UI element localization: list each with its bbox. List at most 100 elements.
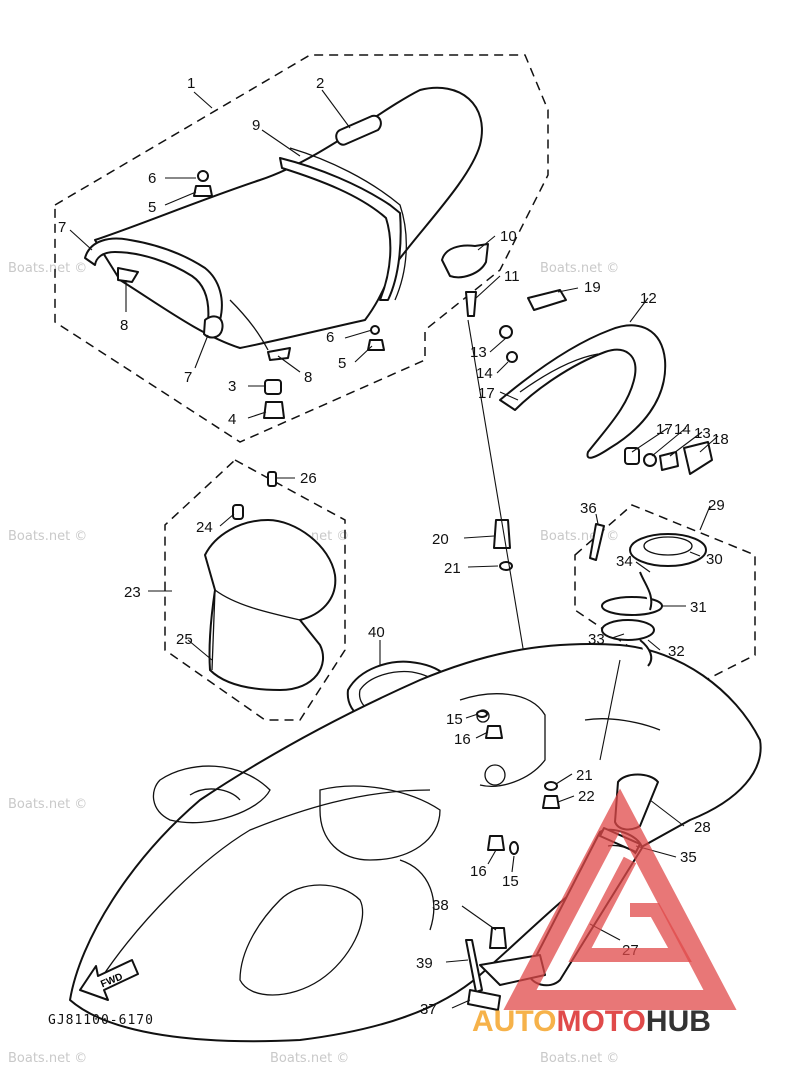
callout-2: 2 [316, 75, 324, 92]
o-ring[interactable] [601, 596, 663, 616]
seat-bolt[interactable] [263, 401, 285, 419]
filler-cap[interactable] [629, 533, 707, 567]
seat-damper[interactable] [264, 379, 282, 395]
callout-26: 26 [300, 470, 317, 487]
callout-3: 3 [228, 378, 236, 395]
nut[interactable] [193, 185, 213, 197]
logo-g-mark [568, 856, 692, 962]
washer[interactable] [476, 710, 488, 718]
nut[interactable] [367, 339, 385, 351]
screw[interactable] [267, 471, 277, 487]
damper[interactable] [493, 519, 511, 549]
bolt[interactable] [659, 451, 679, 471]
callout-38: 38 [432, 897, 449, 914]
cap-assembly-outline [574, 504, 756, 689]
screw[interactable] [232, 504, 244, 520]
logo-text: AUTOMOTOHUB [472, 1005, 711, 1038]
seat-strap[interactable] [279, 157, 402, 301]
logo-auto: AUTO [472, 1005, 556, 1038]
washer[interactable] [197, 170, 209, 182]
callout-16: 16 [470, 863, 487, 880]
callout-28: 28 [694, 819, 711, 836]
callout-40: 40 [368, 624, 385, 641]
alignment-line [467, 319, 531, 691]
bolt[interactable] [489, 927, 507, 949]
callout-36: 36 [580, 500, 597, 517]
nut[interactable] [487, 835, 505, 851]
washer[interactable] [506, 351, 518, 363]
automotohub-logo: AUTOMOTOHUB [472, 788, 737, 1038]
callout-22: 22 [578, 788, 595, 805]
seat-grip-bar[interactable] [335, 114, 382, 146]
callouts: 1 2 9 6 5 7 8 7 8 3 4 6 5 10 11 19 12 13… [58, 75, 729, 1018]
callout-30: 30 [706, 551, 723, 568]
washer[interactable] [370, 325, 380, 335]
cap[interactable] [683, 441, 713, 475]
callout-1: 1 [187, 75, 195, 92]
washer[interactable] [544, 781, 558, 791]
callout-17: 17 [478, 385, 495, 402]
callout-6: 6 [148, 170, 156, 187]
callout-15: 15 [502, 873, 519, 890]
grab-handle[interactable] [499, 324, 667, 459]
callout-18: 18 [712, 431, 729, 448]
logo-triangle [503, 788, 737, 1010]
watermark: Boats.net © [8, 261, 87, 276]
watermark: Boats.net © [540, 1051, 619, 1066]
washer[interactable] [509, 841, 519, 855]
callout-13: 13 [470, 344, 487, 361]
callout-21: 21 [444, 560, 461, 577]
callout-37: 37 [420, 1001, 437, 1018]
leader-lines [69, 89, 719, 1009]
watermark: Boats.net © [8, 1051, 87, 1066]
callout-32: 32 [668, 643, 685, 660]
callout-20: 20 [432, 531, 449, 548]
clip[interactable] [467, 989, 501, 1011]
callout-14: 14 [674, 421, 691, 438]
hull-deck [69, 643, 762, 1043]
callout-34: 34 [616, 553, 633, 570]
callout-5: 5 [338, 355, 346, 372]
washer[interactable] [643, 453, 657, 467]
screw[interactable] [465, 291, 477, 317]
callout-8: 8 [304, 369, 312, 386]
callout-24: 24 [196, 519, 213, 536]
logo-moto: MOTO [556, 1005, 645, 1038]
chain[interactable] [639, 639, 653, 667]
callout-35: 35 [680, 849, 697, 866]
watermark: Boats.net © [540, 261, 619, 276]
callout-4: 4 [228, 411, 236, 428]
seat-rear-trim[interactable] [203, 315, 224, 339]
callout-13: 13 [694, 425, 711, 442]
watermark: Boats.net © [8, 797, 87, 812]
bracket[interactable] [527, 289, 567, 311]
seat-lock-plate[interactable] [441, 243, 489, 279]
nut[interactable] [542, 795, 560, 809]
chain[interactable] [639, 571, 653, 611]
callout-5: 5 [148, 199, 156, 216]
watermark: Boats.net © [270, 1051, 349, 1066]
callout-23: 23 [124, 584, 141, 601]
callout-6: 6 [326, 329, 334, 346]
callout-31: 31 [690, 599, 707, 616]
seat[interactable] [94, 86, 483, 351]
callout-15: 15 [446, 711, 463, 728]
callout-7: 7 [184, 369, 192, 386]
cap-base[interactable] [601, 619, 655, 641]
screw[interactable] [589, 523, 605, 561]
seat-hook[interactable] [117, 267, 139, 283]
stay[interactable] [465, 939, 483, 993]
seat-assembly-outline [54, 54, 549, 443]
collar[interactable] [624, 447, 640, 465]
callout-16: 16 [454, 731, 471, 748]
callout-33: 33 [588, 631, 605, 648]
logo-hub: HUB [646, 1005, 711, 1038]
storage-box[interactable] [204, 519, 337, 691]
screw[interactable] [499, 325, 513, 339]
callout-25: 25 [176, 631, 193, 648]
nut[interactable] [485, 725, 503, 739]
seat-hook[interactable] [267, 347, 291, 361]
callout-21: 21 [576, 767, 593, 784]
watermark: Boats.net © [540, 529, 619, 544]
